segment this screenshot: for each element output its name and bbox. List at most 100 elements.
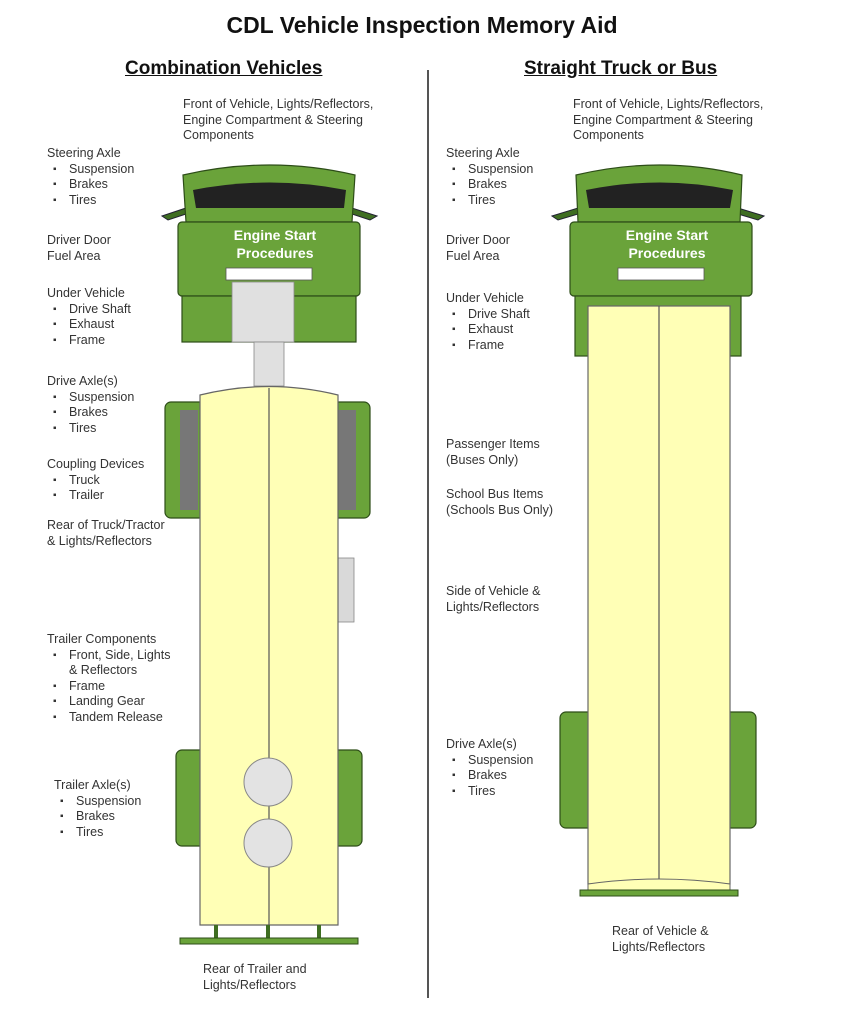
right-under-vehicle-item: Frame bbox=[446, 338, 530, 354]
right-heading: Straight Truck or Bus bbox=[524, 58, 718, 79]
bus-engine-label-2: Procedures bbox=[628, 245, 705, 261]
left-rear-truck-line-1: Rear of Truck/Tractor bbox=[47, 518, 165, 532]
right-school-bus-line-2: (Schools Bus Only) bbox=[446, 502, 553, 517]
left-trailer-components-item: & Reflectors bbox=[47, 663, 170, 679]
left-under-vehicle-label: Under Vehicle Drive Shaft Exhaust Frame bbox=[47, 286, 131, 348]
left-trailer-components-title: Trailer Components bbox=[47, 632, 157, 646]
right-steering-item: Suspension bbox=[446, 162, 533, 178]
left-trailer-components-label: Trailer Components Front, Side, Lights &… bbox=[47, 632, 170, 725]
right-passenger-line-2: (Buses Only) bbox=[446, 452, 519, 467]
right-front-label: Front of Vehicle, Lights/Reflectors, Eng… bbox=[573, 97, 763, 144]
left-drive-axle-item: Brakes bbox=[47, 405, 134, 421]
right-steering-item: Brakes bbox=[446, 177, 533, 193]
engine-label-1: Engine Start bbox=[234, 227, 317, 243]
left-heading: Combination Vehicles bbox=[125, 58, 323, 79]
left-rear-trailer-line-1: Rear of Trailer and bbox=[203, 962, 307, 976]
right-rear-line-1: Rear of Vehicle & bbox=[612, 924, 709, 938]
right-rear-label: Rear of Vehicle & Lights/Reflectors bbox=[612, 924, 709, 955]
tandem-circle-1 bbox=[243, 757, 293, 807]
left-trailer-axle-item: Brakes bbox=[54, 809, 141, 825]
left-under-vehicle-item: Frame bbox=[47, 333, 131, 349]
bus-windshield bbox=[586, 182, 733, 208]
left-driver-door-label: Driver Door Fuel Area bbox=[47, 233, 111, 264]
left-rear-trailer-label: Rear of Trailer and Lights/Reflectors bbox=[203, 962, 307, 993]
right-driver-door-line-2: Fuel Area bbox=[446, 248, 500, 263]
right-under-vehicle-title: Under Vehicle bbox=[446, 291, 524, 305]
combination-vehicle-diagram: Engine Start Procedures bbox=[160, 164, 379, 945]
bus-right-mirror bbox=[737, 207, 766, 221]
straight-truck-diagram: Engine Start Procedures bbox=[550, 164, 766, 897]
left-steering-title: Steering Axle bbox=[47, 146, 121, 160]
left-driver-door-line-1: Driver Door bbox=[47, 233, 111, 247]
column-divider bbox=[427, 70, 429, 998]
left-drive-axle-title: Drive Axle(s) bbox=[47, 374, 118, 388]
left-driver-door-line-2: Fuel Area bbox=[47, 248, 101, 263]
left-drive-axle-item: Suspension bbox=[47, 390, 134, 406]
windshield bbox=[193, 182, 346, 208]
right-side-label: Side of Vehicle & Lights/Reflectors bbox=[446, 584, 541, 615]
left-coupling-label: Coupling Devices Truck Trailer bbox=[47, 457, 144, 504]
right-drive-axle-item: Suspension bbox=[446, 753, 533, 769]
right-driver-door-line-1: Driver Door bbox=[446, 233, 510, 247]
left-trailer-components-item-text: & Reflectors bbox=[69, 663, 138, 677]
bus-engine-plate bbox=[617, 267, 705, 281]
right-drive-axle-item: Tires bbox=[446, 784, 533, 800]
bus-left-mirror bbox=[550, 207, 579, 221]
rear-post-1 bbox=[214, 925, 218, 939]
left-steering-item: Brakes bbox=[47, 177, 134, 193]
bus-engine-label-1: Engine Start bbox=[626, 227, 709, 243]
right-rear-line-2: Lights/Reflectors bbox=[612, 939, 706, 954]
right-front-line-3: Components bbox=[573, 128, 644, 142]
left-steering-item: Suspension bbox=[47, 162, 134, 178]
left-rear-truck-line-2: & Lights/Reflectors bbox=[47, 533, 152, 548]
right-school-bus-line-1: School Bus Items bbox=[446, 487, 544, 501]
right-under-vehicle-item: Drive Shaft bbox=[446, 307, 530, 323]
landing-gear bbox=[337, 557, 355, 623]
right-driver-door-label: Driver Door Fuel Area bbox=[446, 233, 510, 264]
left-under-vehicle-title: Under Vehicle bbox=[47, 286, 125, 300]
left-steering-label: Steering Axle Suspension Brakes Tires bbox=[47, 146, 134, 208]
left-front-line-2: Engine Compartment & Steering bbox=[183, 112, 363, 127]
left-coupling-item: Trailer bbox=[47, 488, 144, 504]
right-side-line-2: Lights/Reflectors bbox=[446, 599, 540, 614]
left-trailer-axle-title: Trailer Axle(s) bbox=[54, 778, 131, 792]
left-drive-axle-label: Drive Axle(s) Suspension Brakes Tires bbox=[47, 374, 134, 436]
right-steering-item: Tires bbox=[446, 193, 533, 209]
bus-rear-curve bbox=[587, 878, 731, 891]
bus-rear-bumper bbox=[579, 889, 739, 897]
left-front-label: Front of Vehicle, Lights/Reflectors, Eng… bbox=[183, 97, 373, 144]
left-trailer-components-item: Front, Side, Lights bbox=[47, 648, 170, 664]
right-drive-axle-label: Drive Axle(s) Suspension Brakes Tires bbox=[446, 737, 533, 799]
left-under-vehicle-item: Drive Shaft bbox=[47, 302, 131, 318]
right-passenger-line-1: Passenger Items bbox=[446, 437, 540, 451]
drive-wheel-left-tread bbox=[180, 410, 198, 510]
left-trailer-components-item: Landing Gear bbox=[47, 694, 170, 710]
left-steering-item: Tires bbox=[47, 193, 134, 209]
rear-post-2 bbox=[266, 925, 270, 939]
right-steering-title: Steering Axle bbox=[446, 146, 520, 160]
right-school-bus-label: School Bus Items (Schools Bus Only) bbox=[446, 487, 553, 518]
left-rear-trailer-line-2: Lights/Reflectors bbox=[203, 977, 297, 992]
left-mirror bbox=[160, 207, 187, 221]
engine-plate bbox=[225, 267, 313, 281]
left-trailer-axle-item: Tires bbox=[54, 825, 141, 841]
tandem-circle-2 bbox=[243, 818, 293, 868]
left-trailer-axle-label: Trailer Axle(s) Suspension Brakes Tires bbox=[54, 778, 141, 840]
right-side-line-1: Side of Vehicle & bbox=[446, 584, 541, 598]
right-steering-label: Steering Axle Suspension Brakes Tires bbox=[446, 146, 533, 208]
engine-label-2: Procedures bbox=[236, 245, 313, 261]
left-trailer-axle-item: Suspension bbox=[54, 794, 141, 810]
left-front-line-3: Components bbox=[183, 128, 254, 142]
page-title: CDL Vehicle Inspection Memory Aid bbox=[226, 12, 618, 38]
left-trailer-components-item: Frame bbox=[47, 679, 170, 695]
left-coupling-item: Truck bbox=[47, 473, 144, 489]
left-rear-truck-label: Rear of Truck/Tractor & Lights/Reflector… bbox=[47, 518, 165, 549]
right-under-vehicle-label: Under Vehicle Drive Shaft Exhaust Frame bbox=[446, 291, 530, 353]
right-front-line-1: Front of Vehicle, Lights/Reflectors, bbox=[573, 97, 764, 111]
right-under-vehicle-item: Exhaust bbox=[446, 322, 530, 338]
left-drive-axle-item: Tires bbox=[47, 421, 134, 437]
rear-post-3 bbox=[317, 925, 321, 939]
rear-bumper bbox=[179, 937, 359, 945]
left-coupling-title: Coupling Devices bbox=[47, 457, 145, 471]
